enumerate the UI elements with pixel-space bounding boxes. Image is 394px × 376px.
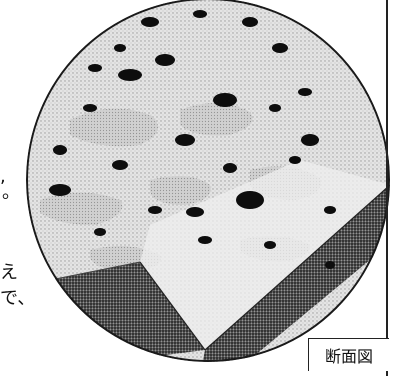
margin-text-line2: 。 (2, 184, 20, 202)
margin-text-line4: で、 (0, 290, 35, 308)
caption-box: 断面図 (308, 338, 389, 371)
figure-caption: 断面図 (325, 343, 373, 367)
frame-right-border (386, 0, 388, 376)
margin-text-line3: え (0, 264, 18, 282)
